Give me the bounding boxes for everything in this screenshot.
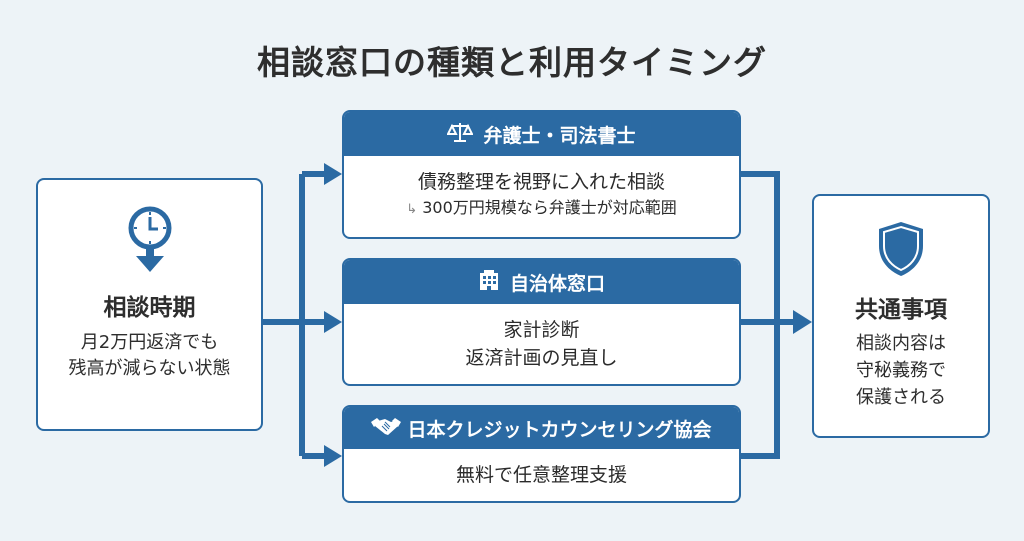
window-header: 弁護士・司法書士 xyxy=(344,112,739,156)
arrow-to-jcca xyxy=(324,445,342,467)
window-card-municipal: 自治体窓口 家計診断 返済計画の見直し xyxy=(342,258,741,386)
timing-heading: 相談時期 xyxy=(103,295,196,321)
window-header: 日本クレジットカウンセリング協会 xyxy=(344,407,739,449)
clock-down-arrow-icon xyxy=(38,206,261,276)
handshake-icon xyxy=(371,416,402,441)
window-title: 弁護士・司法書士 xyxy=(483,124,636,147)
common-line: 守秘義務で xyxy=(856,360,946,381)
connector-right-top xyxy=(740,171,780,459)
window-line: 無料で任意整理支援 xyxy=(455,464,627,486)
shield-icon xyxy=(814,220,988,278)
window-header: 自治体窓口 xyxy=(344,260,739,304)
window-sub-text-row: ↳ 300万円規模なら弁護士が対応範囲 xyxy=(344,196,739,222)
window-line: 家計診断 xyxy=(503,319,580,341)
window-card-jcca: 日本クレジットカウンセリング協会 無料で任意整理支援 xyxy=(342,405,741,503)
window-card-lawyer: 弁護士・司法書士 債務整理を視野に入れた相談 ↳ 300万円規模なら弁護士が対応… xyxy=(342,110,741,239)
window-line: 返済計画の見直し xyxy=(465,347,618,369)
arrow-to-lawyer xyxy=(324,163,342,185)
common-heading: 共通事項 xyxy=(855,297,947,323)
sub-arrow-icon: ↳ xyxy=(406,202,418,217)
timing-line: 月2万円返済でも xyxy=(80,332,219,353)
window-title: 自治体窓口 xyxy=(509,272,605,295)
scales-icon xyxy=(446,121,475,148)
window-main-text: 債務整理を視野に入れた相談 xyxy=(417,171,665,193)
building-icon xyxy=(478,269,500,296)
arrow-to-municipal xyxy=(324,311,342,333)
timing-line: 残高が減らない状態 xyxy=(68,358,231,379)
common-line: 相談内容は xyxy=(856,333,946,354)
window-sub-text: 300万円規模なら弁護士が対応範囲 xyxy=(422,198,677,217)
timing-card: 相談時期 月2万円返済でも 残高が減らない状態 xyxy=(36,178,263,431)
common-card: 共通事項 相談内容は 守秘義務で 保護される xyxy=(812,194,990,438)
window-title: 日本クレジットカウンセリング協会 xyxy=(407,418,712,441)
page-title: 相談窓口の種類と利用タイミング xyxy=(257,43,767,82)
arrow-to-common xyxy=(793,310,812,334)
common-line: 保護される xyxy=(856,387,946,408)
